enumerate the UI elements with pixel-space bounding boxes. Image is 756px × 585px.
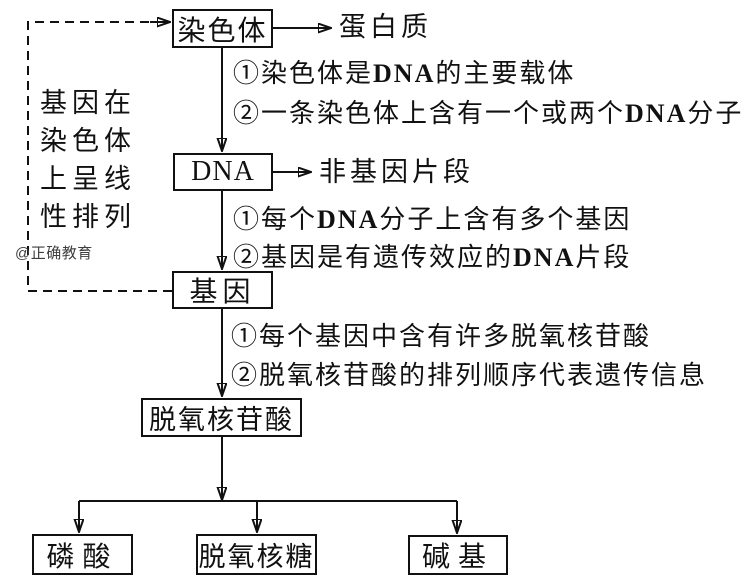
- annotation-chromosome-dna-1: ①染色体是DNA的主要载体: [233, 59, 576, 88]
- side-note-line: 性排列: [40, 202, 136, 232]
- node-gene: 基因: [172, 271, 273, 309]
- annotation-chromosome-dna-2: ②一条染色体上含有一个或两个DNA分子: [233, 99, 744, 128]
- annotation-dna-gene-2: ②基因是有遗传效应的DNA片段: [233, 243, 632, 272]
- node-dna: DNA: [173, 153, 273, 191]
- side-note: 基因在 染色体 上呈线 性排列: [40, 84, 136, 236]
- node-deoxyribose: 脱氧核糖: [196, 534, 317, 575]
- side-note-line: 上呈线: [40, 164, 136, 194]
- node-nucleotide: 脱氧核苷酸: [141, 398, 302, 437]
- dashed-feedback-line: [27, 21, 172, 292]
- annotation-dna-gene-1: ①每个DNA分子上含有多个基因: [233, 205, 632, 234]
- label-non-gene-segment: 非基因片段: [319, 157, 474, 187]
- watermark: @正确教育: [15, 245, 93, 262]
- node-base: 碱基: [408, 535, 508, 575]
- node-phosphate: 磷酸: [32, 534, 133, 575]
- annotation-gene-nucleotide-2: ②脱氧核苷酸的排列顺序代表遗传信息: [231, 361, 708, 390]
- side-note-line: 染色体: [40, 126, 136, 156]
- annotation-gene-nucleotide-1: ①每个基因中含有许多脱氧核苷酸: [231, 322, 652, 351]
- node-chromosome: 染色体: [172, 9, 273, 48]
- label-protein: 蛋白质: [339, 12, 432, 42]
- side-note-line: 基因在: [40, 88, 136, 118]
